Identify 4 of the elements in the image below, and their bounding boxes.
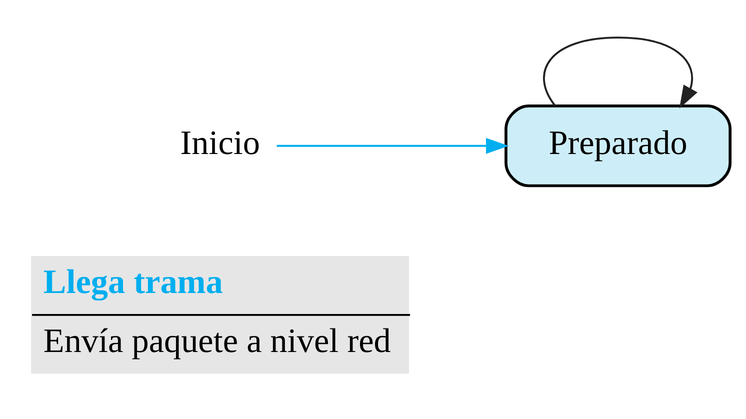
arrow	[543, 36, 698, 108]
node-text: Inicio	[180, 125, 260, 162]
arrow	[276, 138, 509, 154]
node-box: Preparado	[504, 104, 732, 188]
